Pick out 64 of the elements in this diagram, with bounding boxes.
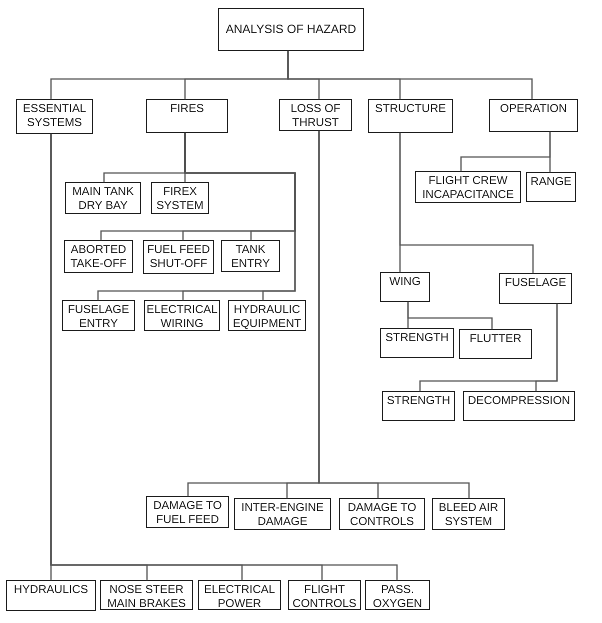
box-label: FUSELAGE xyxy=(504,276,568,290)
hazard-box xyxy=(489,99,578,132)
box-label: STRUCTURE xyxy=(374,102,447,116)
box-label: DAMAGE TO CONTROLS xyxy=(346,501,418,529)
hazard-box xyxy=(365,580,430,610)
box-label: FLIGHT CONTROLS xyxy=(292,583,358,611)
box-label: PASS. OXYGEN xyxy=(372,583,424,611)
hazard-box xyxy=(6,580,96,611)
hazard-box xyxy=(218,8,364,51)
hazard-box xyxy=(65,182,141,214)
box-label: ELECTRICAL WIRING xyxy=(146,303,218,331)
hazard-box xyxy=(499,273,572,304)
box-label: DAMAGE TO FUEL FEED xyxy=(152,499,223,527)
box-label: STRENGTH xyxy=(384,331,450,345)
hazard-box xyxy=(146,99,228,133)
hazard-box xyxy=(380,328,454,358)
hazard-box xyxy=(382,391,455,421)
hazard-box xyxy=(463,391,575,421)
connector-line xyxy=(549,132,551,172)
hazard-box xyxy=(234,498,331,530)
connector-line xyxy=(318,131,470,498)
box-label: WING xyxy=(388,275,422,289)
connector-line xyxy=(399,133,534,273)
box-label: TANK ENTRY xyxy=(230,243,271,271)
box-label: FIREX SYSTEM xyxy=(155,185,205,213)
connector-line xyxy=(535,304,558,391)
box-label: STRENGTH xyxy=(386,394,452,408)
box-label: MAIN TANK DRY BAY xyxy=(71,185,135,213)
hazard-box xyxy=(526,172,576,202)
hazard-box xyxy=(62,300,135,331)
box-label: OPERATION xyxy=(499,102,568,116)
box-label: NOSE STEER MAIN BRAKES xyxy=(106,583,187,611)
box-label: RANGE xyxy=(530,175,572,189)
box-label: HYDRAULIC EQUIPMENT xyxy=(232,303,302,331)
box-label: DECOMPRESSION xyxy=(466,394,572,408)
hazard-box xyxy=(221,240,280,272)
box-label: ELECTRICAL POWER xyxy=(203,583,276,611)
box-label: HYDRAULICS xyxy=(12,583,90,597)
hazard-box xyxy=(100,580,193,610)
hazard-box xyxy=(432,498,505,530)
hazard-box xyxy=(415,171,521,203)
hazard-box xyxy=(339,498,425,530)
box-label: INTER-ENGINE DAMAGE xyxy=(240,501,325,529)
hazard-box xyxy=(16,99,93,134)
hazard-box xyxy=(380,272,430,302)
box-label: ESSENTIAL SYSTEMS xyxy=(22,102,88,130)
connector-line xyxy=(50,134,398,580)
connector-line xyxy=(407,302,493,329)
connector-line xyxy=(287,51,533,99)
hazard-box xyxy=(279,99,352,131)
hazard-box xyxy=(146,496,229,528)
box-label: LOSS OF THRUST xyxy=(290,102,342,130)
box-label: ABORTED TAKE-OFF xyxy=(69,243,128,271)
box-label: BLEED AIR SYSTEM xyxy=(438,501,500,529)
box-label: FLUTTER xyxy=(468,332,522,346)
box-label: FUEL FEED SHUT-OFF xyxy=(146,243,211,271)
hazard-box xyxy=(459,329,532,359)
hazard-box xyxy=(198,580,281,610)
hazard-box xyxy=(64,240,133,273)
box-label: FLIGHT CREW INCAPACITANCE xyxy=(421,174,515,202)
hazard-box xyxy=(368,99,453,133)
box-label: FUSELAGE ENTRY xyxy=(66,303,130,331)
box-label: ANALYSIS OF HAZARD xyxy=(224,22,358,36)
box-label: FIRES xyxy=(169,102,205,116)
